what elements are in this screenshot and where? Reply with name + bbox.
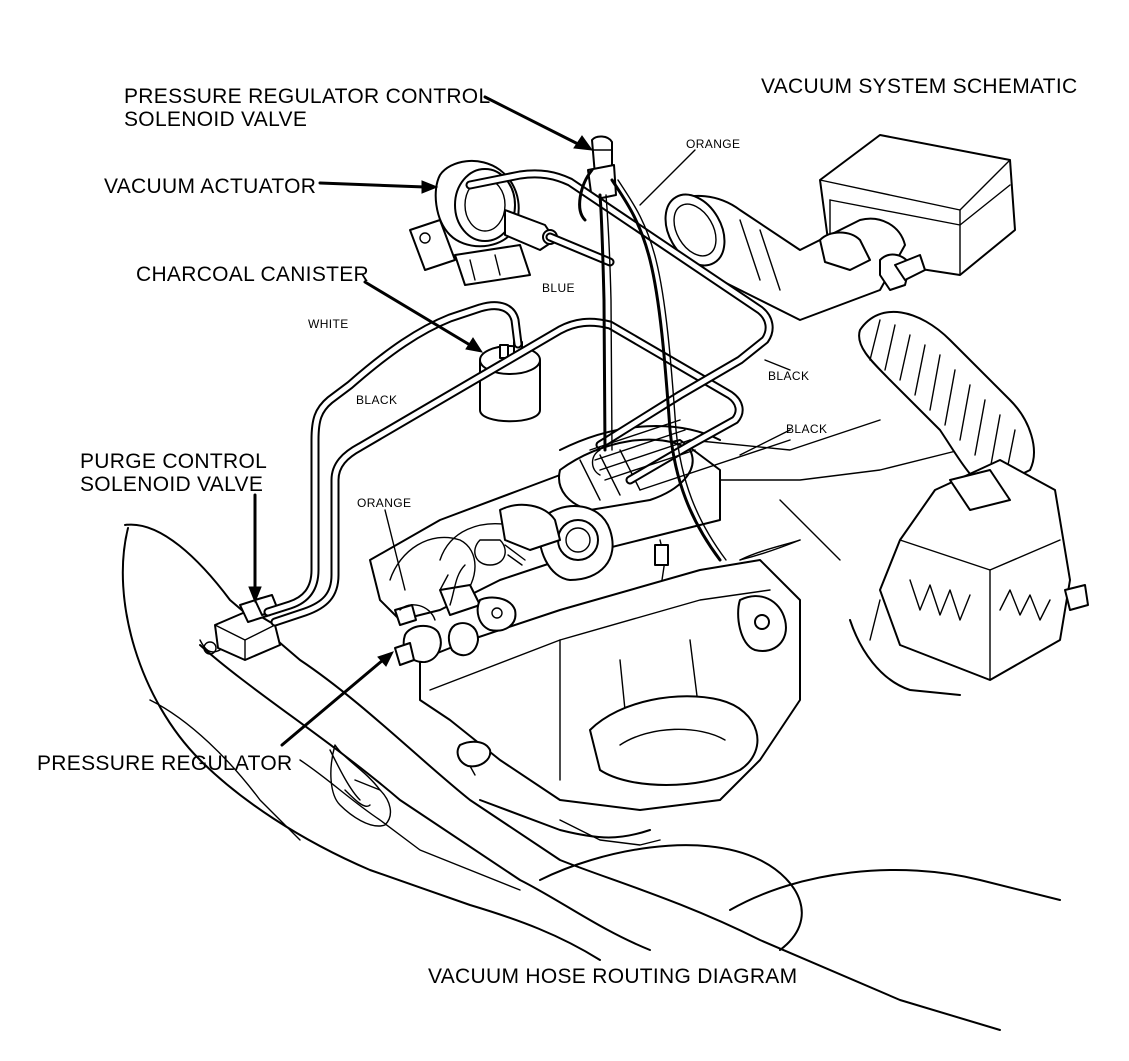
label-pressure-regulator-control-line1: PRESSURE REGULATOR CONTROL bbox=[124, 85, 490, 108]
air-intake-assembly bbox=[664, 134, 1089, 681]
vacuum-hoses bbox=[263, 168, 801, 627]
labels: VACUUM SYSTEM SCHEMATIC PRESSURE REGULAT… bbox=[37, 75, 1077, 988]
diagram-caption: VACUUM HOSE ROUTING DIAGRAM bbox=[428, 965, 797, 988]
diagram-title: VACUUM SYSTEM SCHEMATIC bbox=[761, 75, 1077, 98]
engine-block bbox=[369, 438, 801, 811]
label-charcoal-canister: CHARCOAL CANISTER bbox=[136, 263, 369, 286]
hose-label-black-left: BLACK bbox=[356, 393, 397, 407]
purge-control-solenoid-valve bbox=[199, 594, 281, 661]
label-pressure-regulator: PRESSURE REGULATOR bbox=[37, 752, 293, 775]
hose-label-black-right-lower: BLACK bbox=[786, 422, 827, 436]
vacuum-actuator bbox=[409, 159, 558, 286]
label-purge-control-line1: PURGE CONTROL bbox=[80, 450, 267, 473]
pressure-regulator-control-solenoid-valve bbox=[587, 135, 617, 201]
hose-label-white: WHITE bbox=[308, 317, 349, 331]
hose-label-orange-lower: ORANGE bbox=[357, 496, 411, 510]
callout-arrows bbox=[248, 95, 791, 747]
charcoal-canister bbox=[479, 341, 541, 423]
vehicle-body-outline bbox=[121, 419, 1061, 1031]
hose-label-orange-top: ORANGE bbox=[686, 137, 740, 151]
label-vacuum-actuator: VACUUM ACTUATOR bbox=[104, 175, 316, 198]
pressure-regulator bbox=[394, 604, 442, 666]
hose-label-black-right-upper: BLACK bbox=[768, 369, 809, 383]
label-pressure-regulator-control-line2: SOLENOID VALVE bbox=[124, 108, 307, 131]
hose-label-blue: BLUE bbox=[542, 281, 575, 295]
label-purge-control-line2: SOLENOID VALVE bbox=[80, 473, 263, 496]
